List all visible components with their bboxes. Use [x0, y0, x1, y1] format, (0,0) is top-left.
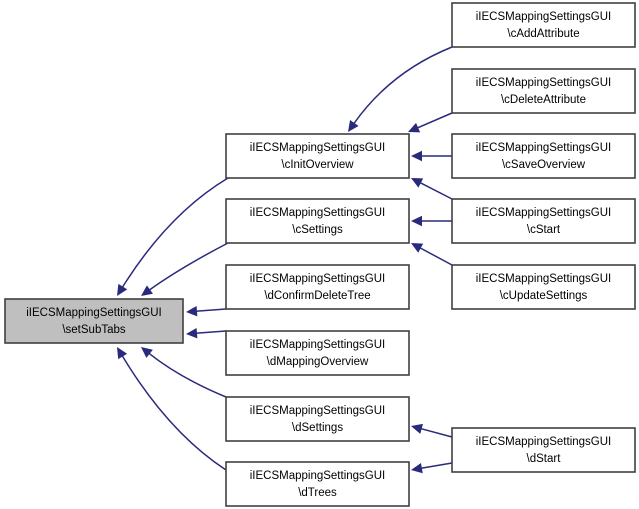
node-label-class-dSettings: iIECSMappingSettingsGUI: [250, 405, 386, 417]
edge-cSettings-to-setSubTabs-line: [148, 242, 229, 292]
node-dMappingOverview[interactable]: iIECSMappingSettingsGUI \dMappingOverview…: [225, 330, 410, 376]
node-box-cAddAttribute[interactable]: [451, 2, 636, 48]
node-label-member-dStart: \dStart: [527, 453, 562, 465]
node-label-class-cSaveOverview: iIECSMappingSettingsGUI: [476, 142, 612, 154]
node-label-class-cSettings: iIECSMappingSettingsGUI: [250, 207, 386, 219]
node-box-dConfirmDeleteTree[interactable]: [225, 264, 410, 310]
node-label-class-dConfirmDeleteTree: iIECSMappingSettingsGUI: [250, 273, 386, 285]
node-cAddAttribute[interactable]: iIECSMappingSettingsGUI\cAddAttributeiIE…: [451, 2, 636, 48]
edge-dStart-to-dSettings-arrowhead: [411, 423, 423, 434]
edge-cInitOverview-to-setSubTabs-line: [121, 177, 229, 289]
edge-cStart-to-cInitOverview-line: [419, 181, 453, 200]
edge-cDeleteAttribute-to-cInitOverview-line: [416, 112, 453, 129]
edge-dStart-to-dSettings-line: [419, 427, 453, 438]
node-cDeleteAttribute[interactable]: iIECSMappingSettingsGUI \cDeleteAttribute…: [451, 68, 636, 114]
edge-cDeleteAttribute-to-cInitOverview-arrowhead: [408, 122, 421, 133]
edge-cUpdateSettings-to-cSettings-arrowhead: [411, 243, 424, 253]
node-label-member-cAddAttribute: \cAddAttribute: [507, 28, 579, 40]
node-label-class-cUpdateSettings: iIECSMappingSettingsGUI: [476, 273, 612, 285]
node-label-class-cInitOverview: iIECSMappingSettingsGUI: [250, 142, 386, 154]
node-box-cDeleteAttribute[interactable]: [451, 68, 636, 114]
node-label-member-dSettings: \dSettings: [292, 422, 343, 434]
node-cSettings[interactable]: iIECSMappingSettingsGUI\cSettingsiIECSMa…: [225, 198, 410, 244]
node-label-member-cSettings: \cSettings: [292, 224, 343, 236]
node-label-member-dConfirmDeleteTree: \dConfirmDeleteTree: [264, 290, 370, 302]
edge-dSettings-to-setSubTabs-line: [147, 352, 227, 398]
node-label-member-dTrees: \dTrees: [298, 487, 337, 499]
node-box-cSettings[interactable]: [225, 198, 410, 244]
edge-cInitOverview-to-setSubTabs-arrowhead: [117, 283, 128, 296]
edge-dMappingOverview-to-setSubTabs-arrowhead: [186, 327, 198, 339]
node-box-dSettings[interactable]: [225, 396, 410, 442]
edge-dConfirmDeleteTree-to-setSubTabs-line: [195, 308, 227, 313]
node-box-dMappingOverview[interactable]: [225, 330, 410, 376]
edge-cSaveOverview-to-cInitOverview-arrowhead: [411, 150, 422, 162]
node-box-cSaveOverview[interactable]: [451, 133, 636, 179]
node-box-dStart[interactable]: [451, 427, 636, 473]
node-dTrees[interactable]: iIECSMappingSettingsGUI\dTreesiIECSMappi…: [225, 461, 410, 507]
node-label-member-cStart: \cStart: [527, 224, 561, 236]
node-label-class-cDeleteAttribute: iIECSMappingSettingsGUI: [476, 77, 612, 89]
node-label-class-cStart: iIECSMappingSettingsGUI: [476, 207, 612, 219]
edge-cStart-to-cSettings-arrowhead: [411, 215, 422, 227]
node-cSaveOverview[interactable]: iIECSMappingSettingsGUI\cSaveOverviewiIE…: [451, 133, 636, 179]
edge-cStart-to-cInitOverview-arrowhead: [411, 178, 424, 188]
edge-dSettings-to-setSubTabs-arrowhead: [141, 347, 153, 358]
node-box-cStart[interactable]: [451, 198, 636, 244]
node-label-class-cAddAttribute: iIECSMappingSettingsGUI: [476, 11, 612, 23]
node-cStart[interactable]: iIECSMappingSettingsGUI\cStartiIECSMappi…: [451, 198, 636, 244]
edge-dStart-to-dTrees-line: [420, 462, 453, 470]
edge-cAddAttribute-to-cInitOverview-line: [352, 46, 453, 125]
node-label-member-cSaveOverview: \cSaveOverview: [502, 159, 586, 171]
node-label-class-dMappingOverview: iIECSMappingSettingsGUI: [250, 339, 386, 351]
edge-dTrees-to-setSubTabs-line: [121, 354, 227, 471]
node-dStart[interactable]: iIECSMappingSettingsGUI\dStartiIECSMappi…: [451, 427, 636, 473]
edge-dStart-to-dTrees-arrowhead: [411, 463, 423, 474]
edge-dTrees-to-setSubTabs-arrowhead: [117, 347, 128, 360]
edge-dConfirmDeleteTree-to-setSubTabs-arrowhead: [186, 305, 198, 317]
node-setSubTabs[interactable]: iIECSMappingSettingsGUI\setSubTabsiIECSM…: [4, 298, 184, 344]
node-box-setSubTabs[interactable]: [4, 298, 184, 344]
node-label-class-dStart: iIECSMappingSettingsGUI: [476, 436, 612, 448]
node-label-member-dMappingOverview: \dMappingOverview: [267, 356, 369, 368]
node-cInitOverview[interactable]: iIECSMappingSettingsGUI\cInitOverviewiIE…: [225, 133, 410, 179]
edge-dMappingOverview-to-setSubTabs-line: [195, 330, 227, 335]
node-dConfirmDeleteTree[interactable]: iIECSMappingSettingsGUI \dConfirmDeleteTr…: [225, 264, 410, 310]
edge-cAddAttribute-to-cInitOverview-arrowhead: [348, 120, 359, 132]
edges-layer: [117, 46, 453, 474]
node-box-cInitOverview[interactable]: [225, 133, 410, 179]
node-cUpdateSettings[interactable]: iIECSMappingSettingsGUI\cUpdateSettingsi…: [451, 264, 636, 310]
node-dSettings[interactable]: iIECSMappingSettingsGUI\dSettingsiIECSMa…: [225, 396, 410, 442]
node-box-dTrees[interactable]: [225, 461, 410, 507]
edge-cSettings-to-setSubTabs-arrowhead: [141, 285, 153, 296]
node-label-class-dTrees: iIECSMappingSettingsGUI: [250, 470, 386, 482]
nodes-layer: iIECSMappingSettingsGUI \setSubTabs iIECSM…: [4, 2, 636, 507]
edge-cUpdateSettings-to-cSettings-line: [419, 246, 453, 266]
node-label-member-cDeleteAttribute: \cDeleteAttribute: [501, 94, 586, 106]
node-label-member-cUpdateSettings: \cUpdateSettings: [500, 290, 588, 302]
node-label-class-setSubTabs: iIECSMappingSettingsGUI: [26, 307, 162, 319]
node-label-member-cInitOverview: \cInitOverview: [281, 159, 354, 171]
node-label-member-setSubTabs: \setSubTabs: [62, 324, 126, 336]
node-box-cUpdateSettings[interactable]: [451, 264, 636, 310]
